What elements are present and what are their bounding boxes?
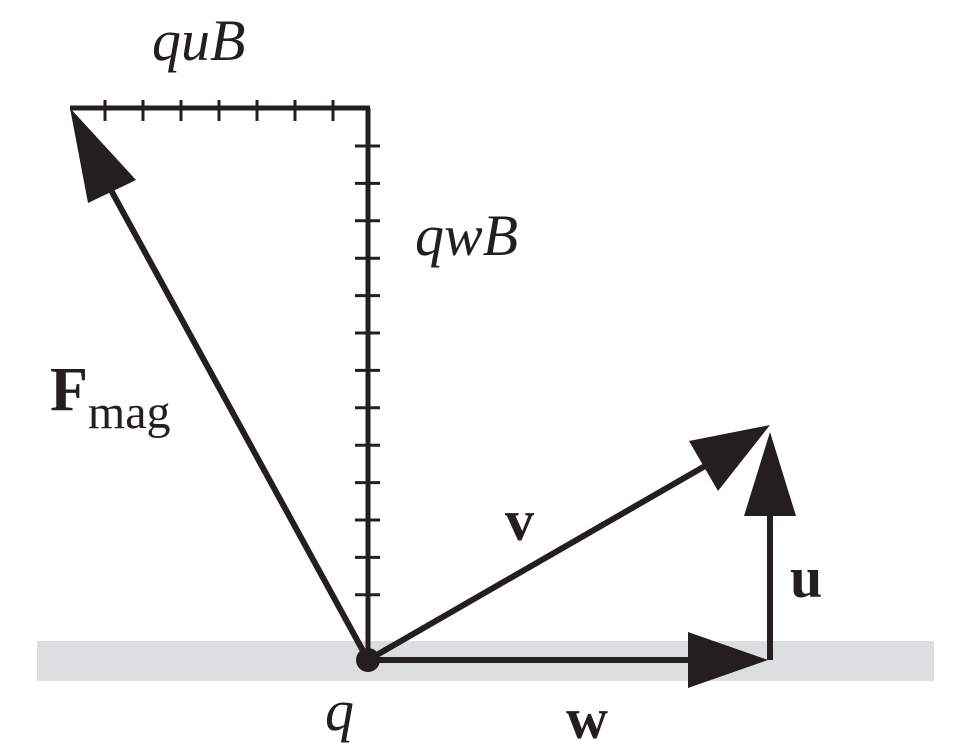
- label-fmag: Fmag: [50, 356, 171, 439]
- label-w: w: [566, 686, 608, 751]
- label-charge: q: [325, 678, 354, 743]
- v-arrow: [366, 425, 770, 663]
- label-f-subscript: mag: [88, 386, 171, 439]
- qub-component-line: [70, 100, 370, 121]
- charge-point: [356, 648, 380, 672]
- label-v: v: [505, 488, 534, 553]
- label-u: u: [790, 545, 822, 610]
- fmag-arrow: [70, 108, 371, 662]
- qub-ticks: [103, 100, 335, 121]
- label-qub: quB: [152, 8, 245, 73]
- u-arrow: [744, 432, 796, 660]
- label-qwb: qwB: [415, 203, 518, 268]
- w-arrow: [368, 632, 768, 688]
- qwb-ticks: [355, 144, 380, 597]
- qwb-component-line: [355, 108, 380, 660]
- label-f: F: [50, 356, 88, 424]
